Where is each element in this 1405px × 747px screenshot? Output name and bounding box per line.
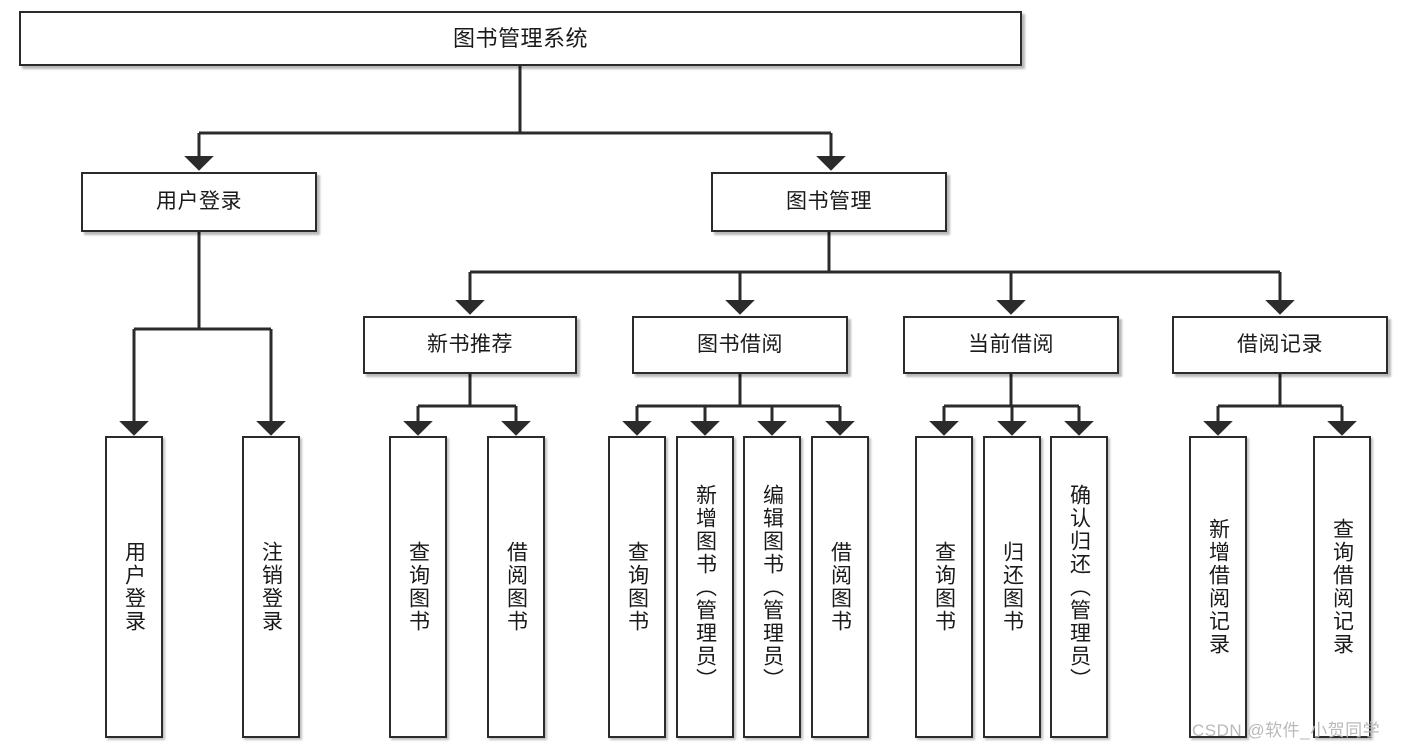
node-root-label: 图书管理系统: [452, 25, 588, 51]
node-leaf-user-logout[interactable]: 注销登录: [242, 436, 300, 738]
node-leaf-confirm-return-label: 确认归还（管理员）: [1067, 483, 1091, 691]
node-user-login-label: 用户登录: [156, 189, 242, 213]
node-leaf-user-logout-label: 注销登录: [259, 541, 283, 633]
node-leaf-query-book-3-label: 查询图书: [932, 541, 956, 633]
node-leaf-query-book-3[interactable]: 查询图书: [915, 436, 973, 738]
node-leaf-add-record[interactable]: 新增借阅记录: [1189, 436, 1247, 738]
node-root[interactable]: 图书管理系统: [19, 11, 1022, 66]
node-leaf-add-book[interactable]: 新增图书（管理员）: [676, 436, 734, 738]
node-book-borrow-label: 图书借阅: [697, 332, 783, 356]
node-leaf-borrow-book-2[interactable]: 借阅图书: [811, 436, 869, 738]
node-leaf-borrow-book-1-label: 借阅图书: [504, 541, 528, 633]
node-leaf-query-book-2[interactable]: 查询图书: [608, 436, 666, 738]
node-leaf-edit-book[interactable]: 编辑图书（管理员）: [743, 436, 801, 738]
node-book-manage[interactable]: 图书管理: [711, 172, 947, 232]
node-leaf-add-book-label: 新增图书（管理员）: [693, 483, 717, 691]
node-leaf-query-book-1-label: 查询图书: [406, 541, 430, 633]
node-borrow-record[interactable]: 借阅记录: [1172, 316, 1388, 374]
node-leaf-confirm-return[interactable]: 确认归还（管理员）: [1050, 436, 1108, 738]
node-leaf-query-record-label: 查询借阅记录: [1330, 518, 1354, 656]
node-current-borrow-label: 当前借阅: [968, 332, 1054, 356]
node-leaf-query-book-1[interactable]: 查询图书: [389, 436, 447, 738]
node-leaf-borrow-book-1[interactable]: 借阅图书: [487, 436, 545, 738]
node-leaf-borrow-book-2-label: 借阅图书: [828, 541, 852, 633]
node-new-book-recommend-label: 新书推荐: [427, 332, 513, 356]
node-book-borrow[interactable]: 图书借阅: [632, 316, 848, 374]
node-leaf-query-record[interactable]: 查询借阅记录: [1313, 436, 1371, 738]
node-user-login[interactable]: 用户登录: [81, 172, 317, 232]
node-leaf-return-book-label: 归还图书: [1000, 541, 1024, 633]
node-current-borrow[interactable]: 当前借阅: [903, 316, 1119, 374]
node-leaf-edit-book-label: 编辑图书（管理员）: [760, 483, 784, 691]
node-leaf-add-record-label: 新增借阅记录: [1206, 518, 1230, 656]
watermark: CSDN @软件_小贺同学: [1192, 721, 1381, 740]
node-leaf-return-book[interactable]: 归还图书: [983, 436, 1041, 738]
node-leaf-user-login-label: 用户登录: [122, 541, 146, 633]
node-new-book-recommend[interactable]: 新书推荐: [363, 316, 577, 374]
node-leaf-query-book-2-label: 查询图书: [625, 541, 649, 633]
node-leaf-user-login[interactable]: 用户登录: [105, 436, 163, 738]
node-book-manage-label: 图书管理: [786, 189, 872, 213]
node-borrow-record-label: 借阅记录: [1237, 332, 1323, 356]
